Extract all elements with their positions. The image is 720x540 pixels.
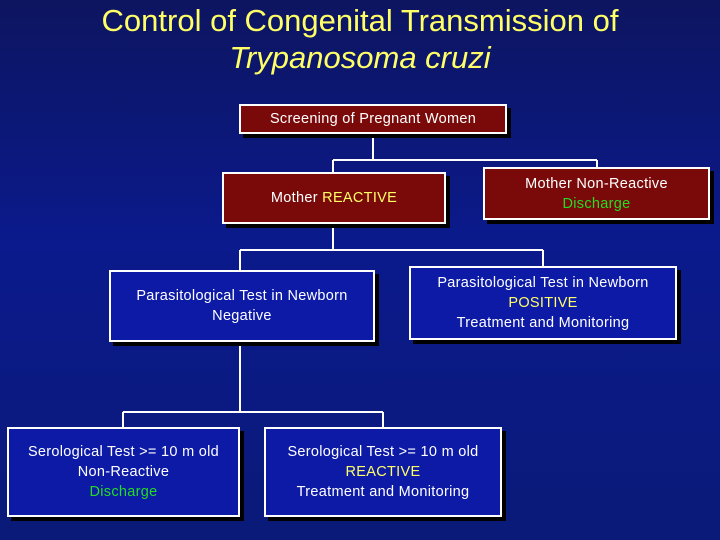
box-screening: Screening of Pregnant Women (239, 104, 507, 134)
reactive-highlight: REACTIVE (322, 190, 398, 206)
box-mother-reactive: Mother REACTIVE (222, 172, 446, 224)
sero-nonreactive-line3: Discharge (89, 484, 158, 500)
mother-reactive-prefix: Mother (270, 190, 323, 206)
box-sero-reactive: Serological Test >= 10 m old REACTIVE Tr… (264, 427, 502, 517)
sero-nonreactive-line1: Serological Test >= 10 m old (27, 444, 220, 460)
parasito-positive-line1: Parasitological Test in Newborn (437, 275, 649, 291)
parasito-positive-line3: Treatment and Monitoring (456, 315, 630, 331)
mother-non-reactive-label: Mother Non-Reactive (525, 175, 668, 192)
mother-reactive-label: Mother REACTIVE (271, 188, 397, 208)
sero-reactive-line2: REACTIVE (345, 464, 421, 480)
parasito-negative-line1: Parasitological Test in Newborn (136, 288, 348, 304)
box-parasito-positive: Parasitological Test in Newborn POSITIVE… (409, 266, 677, 340)
parasito-positive-line2: POSITIVE (508, 295, 578, 311)
box-sero-nonreactive: Serological Test >= 10 m old Non-Reactiv… (7, 427, 240, 517)
slide-title: Control of Congenital Transmission of Tr… (0, 2, 720, 76)
non-reactive-discharge: Discharge (562, 195, 631, 212)
title-line-1: Control of Congenital Transmission of (101, 3, 619, 38)
title-line-2: Trypanosoma cruzi (229, 40, 491, 75)
sero-reactive-line3: Treatment and Monitoring (296, 484, 470, 500)
sero-nonreactive-line2: Non-Reactive (77, 464, 170, 480)
screening-label: Screening of Pregnant Women (269, 111, 477, 127)
box-parasito-negative: Parasitological Test in Newborn Negative (109, 270, 375, 342)
parasito-negative-line2: Negative (212, 308, 272, 324)
sero-reactive-line1: Serological Test >= 10 m old (287, 444, 479, 460)
box-mother-non-reactive: Mother Non-Reactive Discharge (483, 167, 710, 220)
